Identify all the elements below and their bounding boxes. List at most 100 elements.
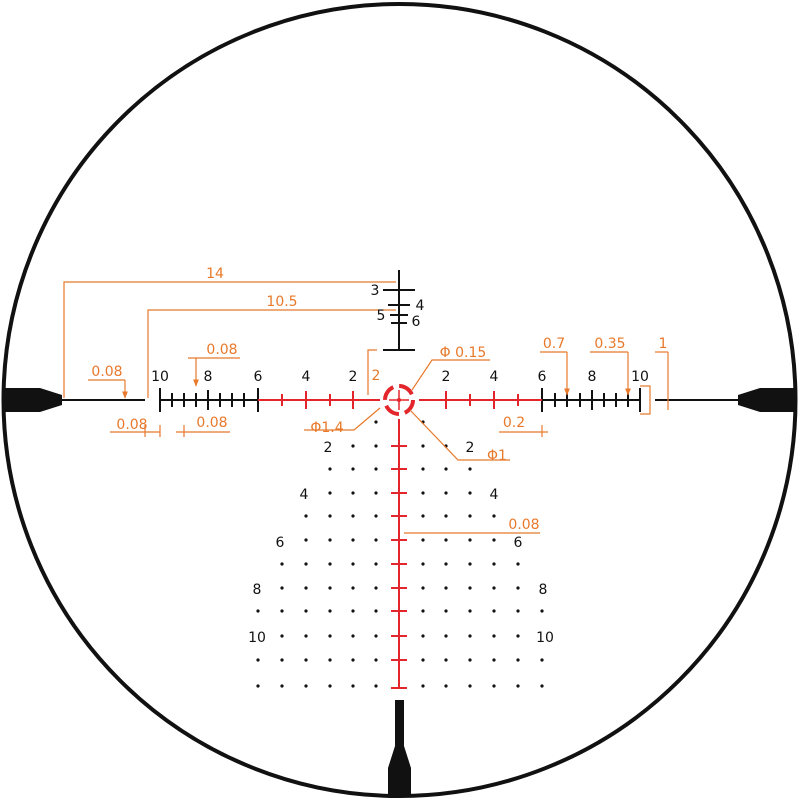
tree-label-right-8: 8 [539, 582, 548, 598]
holdover-dot [351, 444, 355, 448]
dim-label-right-tick-large: 0.7 [543, 336, 565, 352]
holdover-dot [492, 562, 496, 566]
dim-label-right-post-height: 1 [659, 336, 668, 352]
dim-label-outer-circle: Φ1.4 [310, 420, 343, 436]
holdover-dot [328, 684, 332, 688]
dimension-lines [63, 281, 669, 534]
holdover-dot [351, 467, 355, 471]
holdover-dot [280, 684, 284, 688]
holdover-dot [468, 658, 472, 662]
holdover-dot [468, 609, 472, 613]
holdover-dot [351, 491, 355, 495]
tree-label-right-4: 4 [490, 487, 499, 503]
dim-label-tick-spacing: 0.08 [206, 342, 237, 358]
dim-label-dot-spacing: 0.08 [508, 517, 539, 533]
holdover-dot [304, 586, 308, 590]
holdover-dot [516, 634, 520, 638]
scale-label-right-8: 8 [588, 369, 597, 385]
holdover-dot [444, 586, 448, 590]
holdover-dot [421, 467, 425, 471]
holdover-dot [256, 658, 260, 662]
holdover-dot [304, 609, 308, 613]
holdover-dot [468, 514, 472, 518]
holdover-dot [304, 658, 308, 662]
tree-label-left-6: 6 [276, 535, 285, 551]
holdover-dot [328, 538, 332, 542]
holdover-dot [374, 562, 378, 566]
holdover-dot [351, 609, 355, 613]
center-aiming-point [383, 384, 415, 416]
scale-label-left-10: 10 [151, 369, 169, 385]
dim-label-center-dot: Φ 0.15 [440, 345, 487, 361]
holdover-dot [280, 658, 284, 662]
holdover-dot [328, 514, 332, 518]
tree-label-left-8: 8 [253, 582, 262, 598]
holdover-dot [280, 609, 284, 613]
holdover-dot [492, 538, 496, 542]
holdover-dot [468, 586, 472, 590]
center-outer-circle [383, 384, 415, 416]
holdover-dot [351, 538, 355, 542]
dim-label-vertical-bar: 2 [372, 368, 381, 384]
tree-label-right-6: 6 [514, 535, 523, 551]
holdover-dot [374, 609, 378, 613]
stadia-label-6: 6 [412, 314, 421, 330]
holdover-dot [328, 658, 332, 662]
bottom-thick-post [388, 700, 411, 797]
holdover-dot [492, 658, 496, 662]
holdover-dot [328, 562, 332, 566]
holdover-dot [444, 514, 448, 518]
holdover-dot [304, 634, 308, 638]
holdover-dot [468, 491, 472, 495]
scale-label-right-10: 10 [631, 369, 649, 385]
holdover-dot [280, 586, 284, 590]
holdover-dot [444, 609, 448, 613]
holdover-dot [516, 658, 520, 662]
holdover-dot [256, 609, 260, 613]
right-thick-post [738, 388, 796, 412]
holdover-dot [351, 634, 355, 638]
holdover-dot [492, 634, 496, 638]
top-stadia [383, 270, 415, 351]
dim-label-hash-spacing: 0.2 [503, 415, 525, 431]
holdover-dot [444, 658, 448, 662]
holdover-dot [421, 586, 425, 590]
holdover-dot [468, 538, 472, 542]
holdover-dot [421, 658, 425, 662]
holdover-dot [540, 658, 544, 662]
holdover-dot [421, 634, 425, 638]
scale-label-left-6: 6 [254, 369, 263, 385]
dim-label-inner-circle: Φ1 [487, 448, 507, 464]
holdover-dot [328, 586, 332, 590]
holdover-dot [351, 658, 355, 662]
tree-label-left-10: 10 [248, 630, 266, 646]
tree-label-left-2: 2 [324, 440, 333, 456]
holdover-dot [374, 420, 378, 424]
holdover-dot [351, 684, 355, 688]
holdover-dot [421, 491, 425, 495]
holdover-dot [374, 467, 378, 471]
holdover-dot [304, 562, 308, 566]
holdover-dot [328, 634, 332, 638]
stadia-label-5: 5 [377, 308, 386, 324]
holdover-dot [444, 634, 448, 638]
dim-label-post-gap-left: 0.08 [116, 417, 147, 433]
tree-label-left-4: 4 [300, 487, 309, 503]
dim-label-right-tick-small: 0.35 [594, 336, 625, 352]
holdover-dot [351, 514, 355, 518]
holdover-dot [492, 586, 496, 590]
holdover-dot [444, 467, 448, 471]
holdover-dot [374, 634, 378, 638]
scale-label-right-6: 6 [538, 369, 547, 385]
holdover-dot [280, 562, 284, 566]
holdover-dot [540, 609, 544, 613]
holdover-dot [280, 634, 284, 638]
holdover-dot [328, 609, 332, 613]
holdover-dot [351, 586, 355, 590]
holdover-dot [468, 684, 472, 688]
dim-label-post-width: 0.08 [91, 364, 122, 380]
holdover-dot [444, 684, 448, 688]
holdover-dot [328, 467, 332, 471]
left-thick-post [3, 388, 62, 412]
dim-label-14: 14 [206, 266, 224, 282]
